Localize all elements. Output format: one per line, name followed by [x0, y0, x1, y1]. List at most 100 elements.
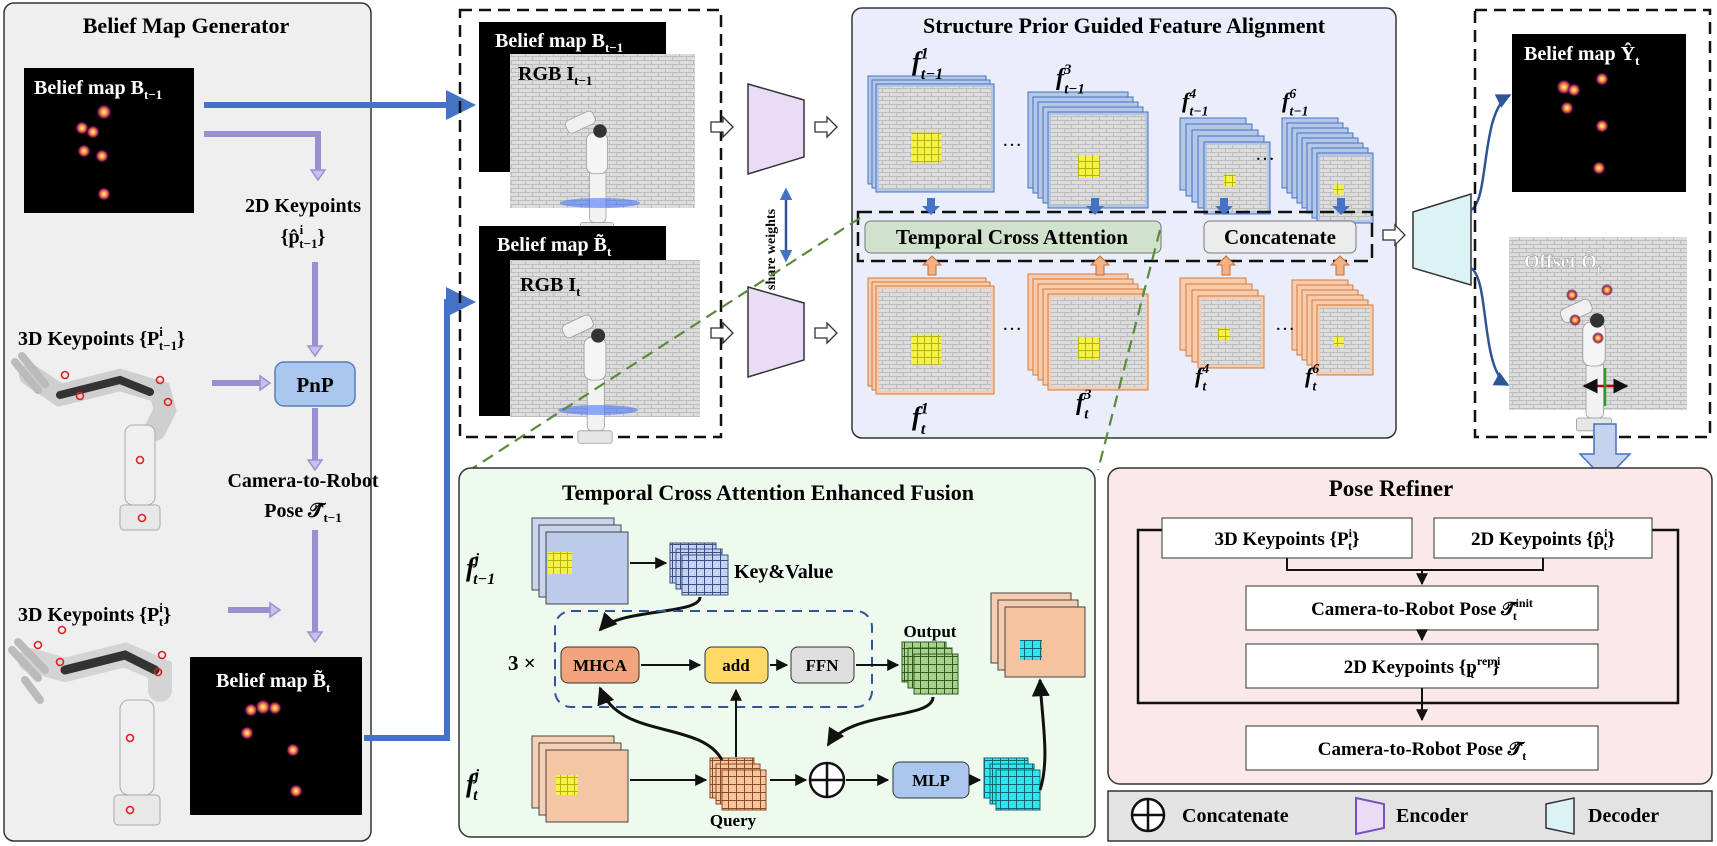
fusion-fcur-sub: t: [473, 787, 478, 804]
alignment-ellipsis-prev-1: …: [1002, 129, 1022, 151]
input-belief-prev-label: Belief map B: [495, 30, 605, 52]
svg-text:3D Keypoints {Pit−1}: 3D Keypoints {Pit−1}: [18, 324, 185, 353]
generator-pose-sub: t−1: [323, 510, 341, 525]
robot-arm-image-cur: [8, 625, 172, 826]
generator-3d-prev-sub: t−1: [159, 338, 177, 353]
belief-map-prev-label: Belief map B: [34, 77, 144, 99]
add-box: [704, 646, 769, 684]
pnp-box: [274, 361, 356, 407]
svg-text:RGB It−1: RGB It−1: [518, 63, 592, 88]
input-rgb-prev-label: RGB I: [518, 63, 574, 85]
generator-3d-cur-sub: t: [159, 614, 164, 629]
legend-encoder-icon: [1355, 796, 1385, 836]
legend: Concatenate Encoder Decoder: [1107, 790, 1713, 842]
svg-text:Belief map Bt−1: Belief map Bt−1: [34, 77, 162, 102]
input-belief-prev-sub: t−1: [605, 40, 623, 55]
query-label: Query: [710, 811, 757, 830]
concatenate-box: [1203, 220, 1357, 254]
refiner-pose-init-label: Camera-to-Robot Pose 𝒯̂: [1311, 599, 1519, 620]
generator-3d-cur-close: }: [163, 604, 171, 626]
fusion-fcur-stack: [531, 735, 629, 823]
belief-map-prev-heat: [75, 104, 112, 201]
generator-2d-set: {p̂: [281, 226, 300, 248]
legend-concatenate-icon: [1130, 797, 1166, 833]
belief-map-prev-image: [24, 68, 194, 213]
ffn-label: FFN: [805, 656, 839, 675]
svg-text:fjt: fjt: [466, 767, 480, 804]
svg-text:{p̂it−1}: {p̂it−1}: [281, 222, 326, 251]
feature-stack-prev-1: [867, 75, 995, 193]
feature-stack-prev-3: [1179, 117, 1271, 215]
refiner-3d-close: }: [1352, 529, 1360, 550]
refiner-title: Pose Refiner: [1329, 476, 1454, 501]
output-belief-sub: t: [1635, 53, 1640, 68]
add-label: add: [722, 656, 750, 675]
generator-2d-sub: t−1: [299, 236, 317, 251]
feature-stack-prev-2: [1027, 91, 1149, 209]
refiner-2d-rep-sup: rep,i: [1477, 654, 1501, 668]
alignment-title: Structure Prior Guided Feature Alignment: [923, 13, 1326, 38]
refiner-pose-final-sub: t: [1522, 749, 1526, 763]
query-grid: [709, 757, 767, 811]
generator-2d-sup: i: [300, 222, 304, 237]
key-value-label: Key&Value: [734, 561, 833, 583]
fusion-title: Temporal Cross Attention Enhanced Fusion: [562, 480, 974, 505]
svg-text:3D Keypoints {Pit}: 3D Keypoints {Pit}: [1214, 526, 1359, 553]
generator-title: Belief Map Generator: [83, 13, 290, 38]
refiner-pose-init-sup: init: [1516, 596, 1533, 610]
refiner-2d-rep-close: }: [1492, 657, 1500, 678]
fusion-result-stack: [990, 592, 1086, 678]
legend-decoder-label: Decoder: [1588, 805, 1659, 827]
fusion-panel: Temporal Cross Attention Enhanced Fusion…: [458, 467, 1096, 838]
belief-map-prev-sub: t−1: [144, 87, 162, 102]
refiner-2d-label: 2D Keypoints {p̂: [1471, 529, 1604, 550]
temporal-cross-attention-label: Temporal Cross Attention: [896, 225, 1129, 249]
svg-text:Offset Ôt: Offset Ôt: [1524, 249, 1602, 276]
refiner-3d-keypoints-box: [1161, 517, 1413, 559]
svg-text:fjt−1: fj t−1: [466, 551, 495, 588]
refiner-3d-sup: i: [1349, 526, 1353, 540]
fusion-fcur-sup: j: [472, 767, 480, 784]
legend-decoder-icon: [1545, 797, 1575, 835]
fusion-fprev-base: f: [466, 553, 477, 582]
svg-text:Belief map B̃t: Belief map B̃t: [497, 233, 612, 259]
svg-text:2D Keypoints {p̂it}: 2D Keypoints {p̂it}: [1471, 526, 1615, 553]
generator-arrow-to-2d: [204, 131, 321, 172]
mlp-output-grid: [983, 757, 1041, 811]
arrow-to-refiner: [1578, 423, 1632, 482]
svg-text:Belief map B̃t: Belief map B̃t: [216, 669, 331, 695]
alignment-panel: Structure Prior Guided Feature Alignment…: [851, 7, 1397, 439]
generator-3d-cur-sup: i: [159, 600, 163, 615]
fusion-fprev-sup: j: [472, 551, 480, 568]
fusion-fcur-base: f: [466, 769, 477, 798]
fusion-fprev-sub: t−1: [473, 571, 495, 588]
generator-pose-line2: Pose 𝒯̂: [264, 500, 327, 522]
refiner-pose-init-box: [1245, 585, 1599, 631]
alignment-ellipsis-cur-2: …: [1275, 313, 1295, 335]
svg-text:Pose 𝒯̂t−1: Pose 𝒯̂t−1: [264, 500, 341, 525]
feature-stack-prev-4: [1281, 117, 1374, 224]
belief-map-cur-label: Belief map B̃: [216, 669, 326, 692]
feature-stack-cur-2: [1027, 273, 1149, 391]
outputs-panel: Belief map Ŷt Offset Ôt: [1473, 8, 1712, 439]
feature-stack-cur-3: [1179, 277, 1265, 369]
legend-concatenate-label: Concatenate: [1182, 805, 1289, 827]
key-value-grid: [669, 542, 729, 596]
refiner-2d-sup: i: [1604, 526, 1608, 540]
encoder-prev: [747, 83, 805, 176]
output-offset-label: Offset Ô: [1524, 249, 1597, 273]
refiner-2d-rep-sub: t: [1470, 667, 1474, 681]
input-belief-cur-label: Belief map B̃: [497, 233, 607, 256]
output-label: Output: [904, 622, 957, 641]
temporal-cross-attention-box: [864, 220, 1162, 254]
refiner-3d-label: 3D Keypoints {P: [1214, 529, 1349, 550]
refiner-2d-sub: t: [1603, 539, 1607, 553]
belief-map-generator-panel: Belief Map Generator Belief map Bt−1 2D …: [3, 2, 379, 842]
